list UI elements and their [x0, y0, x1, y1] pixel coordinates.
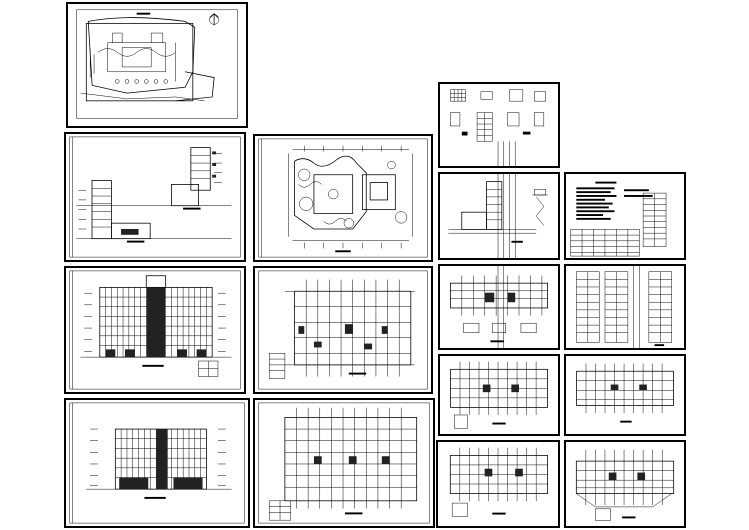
- floor-plan-6-drawing: [575, 449, 675, 521]
- floor-plan-typical-drawing: [258, 402, 430, 524]
- floor-plan-3-drawing: [449, 266, 549, 348]
- side-elevation-sheet: [438, 172, 560, 260]
- rear-elevation-sheet: [64, 398, 250, 528]
- section-elevation-drawing: [69, 136, 241, 258]
- floor-plan-3-sheet: [438, 264, 560, 350]
- site-plan-drawing: [76, 9, 238, 119]
- floor-plan-2-drawing: [258, 270, 428, 390]
- detail-drawing: [450, 89, 546, 166]
- floor-plan-6-sheet: [564, 440, 686, 528]
- floor-plan-4-drawing: [450, 361, 548, 429]
- floor-plan-roof-sheet: [436, 440, 560, 528]
- site-plan-sheet: [66, 2, 248, 128]
- ground-floor-plan-sheet: [253, 134, 433, 262]
- rear-elevation-drawing: [69, 402, 245, 524]
- floor-plan-5-sheet: [564, 354, 686, 436]
- floor-plan-4-sheet: [438, 354, 560, 436]
- detail-sheet: [438, 82, 560, 168]
- notes-table-drawing: [570, 181, 667, 257]
- front-elevation-sheet: [64, 266, 246, 394]
- floor-plan-5-drawing: [576, 363, 674, 423]
- ground-floor-plan-drawing: [258, 138, 428, 258]
- column-schedule-sheet: [564, 264, 686, 350]
- column-schedule-drawing: [576, 266, 672, 348]
- front-elevation-drawing: [69, 270, 241, 390]
- floor-plan-2-sheet: [253, 266, 433, 394]
- side-elevation-drawing: [448, 174, 548, 258]
- notes-table-sheet: [564, 172, 686, 260]
- floor-plan-roof-drawing: [449, 447, 549, 517]
- section-elevation-sheet: [64, 132, 246, 262]
- floor-plan-typical-sheet: [253, 398, 435, 528]
